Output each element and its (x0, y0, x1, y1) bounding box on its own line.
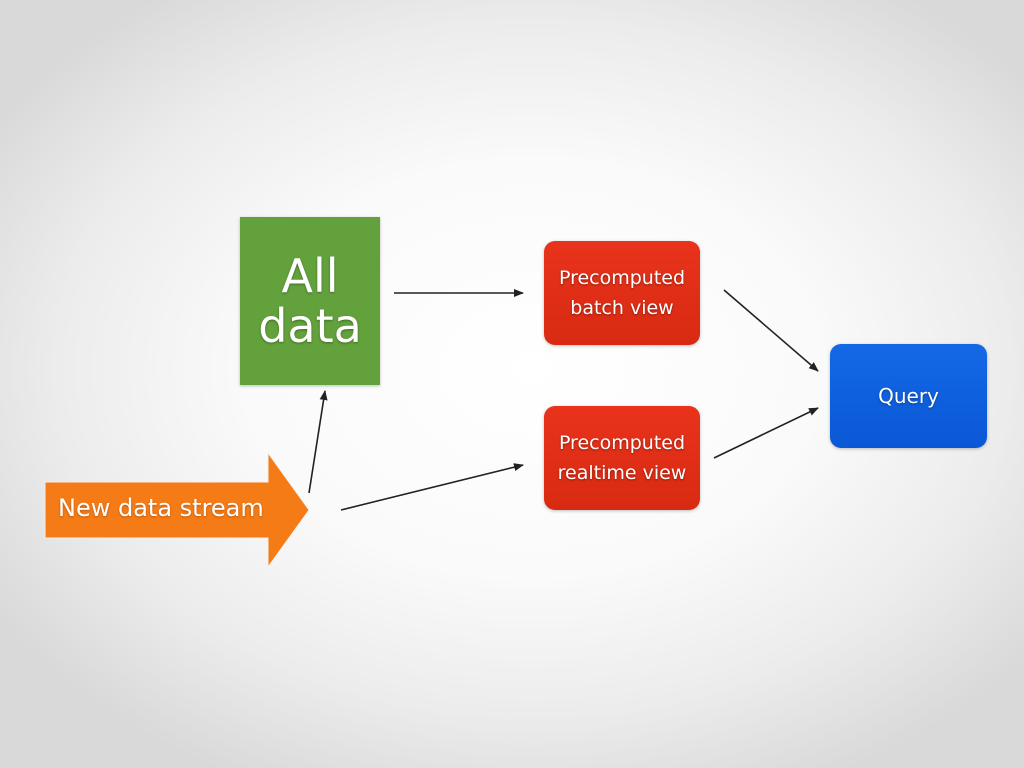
stream-arrow-shape (44, 452, 310, 568)
all-data-node: All data (240, 217, 380, 385)
edge-realtime-view-to-query (713, 407, 819, 459)
edge-stream-to-all-data (308, 390, 328, 494)
realtime-view-node: Precomputed realtime view (544, 406, 700, 510)
edge-stream-to-realtime-view (340, 463, 524, 511)
realtime-view-label: Precomputed realtime view (557, 432, 687, 484)
new-data-stream-label: New data stream (58, 494, 264, 522)
new-data-stream-arrow (44, 452, 310, 568)
query-node: Query (830, 344, 987, 448)
edge-batch-view-to-query (723, 289, 819, 372)
batch-view-label: Precomputed batch view (558, 267, 686, 319)
all-data-label: All data (258, 249, 362, 353)
query-label: Query (878, 384, 939, 408)
batch-view-node: Precomputed batch view (544, 241, 700, 345)
